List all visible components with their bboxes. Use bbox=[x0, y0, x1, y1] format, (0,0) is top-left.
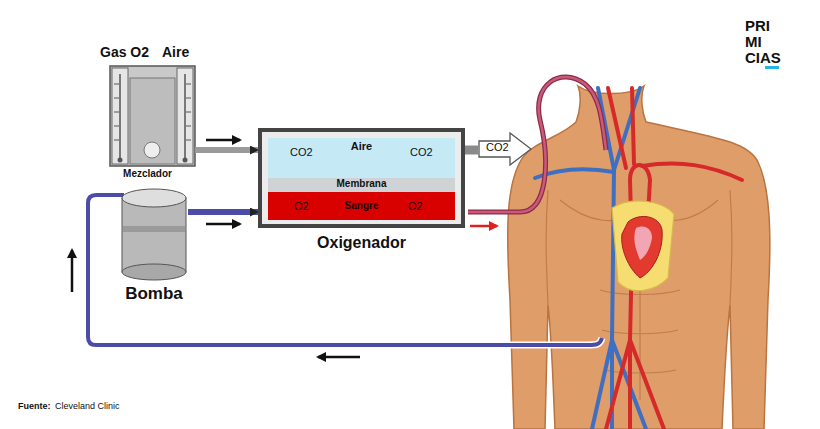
node-text: Mezclador bbox=[123, 168, 172, 180]
node-text: CO2 bbox=[410, 146, 433, 159]
pump-band bbox=[123, 226, 185, 232]
pump-node: Bomba bbox=[120, 186, 188, 310]
co2-outlet: CO2 bbox=[478, 132, 532, 166]
exchange-arrow bbox=[284, 162, 291, 207]
oxygenator-box: CO2AireCO2MembranaO2SangreO2Oxigenador bbox=[258, 128, 465, 228]
source-value: Cleveland Clinic bbox=[55, 402, 120, 411]
pump-body bbox=[122, 198, 186, 272]
pump-base bbox=[122, 264, 186, 280]
node-text: Aire bbox=[162, 44, 189, 60]
membrane-band: Membrana bbox=[268, 178, 455, 192]
pump-top bbox=[122, 189, 186, 207]
flow-arrow bbox=[318, 356, 360, 359]
outlet-arrow bbox=[479, 133, 531, 165]
flow-arrow bbox=[206, 139, 240, 142]
node-text: O2 bbox=[408, 200, 423, 213]
flow-arrow bbox=[71, 250, 74, 292]
node-text: Gas O2 bbox=[100, 44, 149, 60]
node-text: Bomba bbox=[125, 284, 183, 304]
blood-band: O2 Sangre O2 bbox=[268, 192, 455, 220]
tube-connector bbox=[195, 147, 258, 153]
blood-tube bbox=[468, 77, 606, 212]
logo-bar bbox=[765, 66, 779, 69]
node-text: CO2 bbox=[290, 146, 313, 159]
mixer-device bbox=[110, 66, 195, 166]
flow-arrow bbox=[206, 223, 240, 226]
exchange-arrow bbox=[396, 153, 407, 212]
node-text: CO2 bbox=[486, 141, 509, 154]
blood-tube bbox=[468, 77, 606, 212]
source-label: Fuente: bbox=[18, 402, 51, 411]
exchange-arrow bbox=[428, 162, 442, 207]
node-text: Sangre bbox=[345, 200, 379, 212]
exchange-arrow bbox=[317, 153, 328, 212]
tube-connector bbox=[465, 146, 478, 155]
air-band: CO2 Aire CO2 bbox=[268, 138, 455, 178]
mixer-node: Gas O2 AireMezclador bbox=[100, 44, 195, 184]
node-text: Membrana bbox=[336, 178, 386, 190]
node-text: Aire bbox=[351, 140, 372, 153]
human-torso bbox=[508, 86, 770, 429]
node-text: Oxigenador bbox=[317, 234, 406, 252]
node-text: O2 bbox=[294, 200, 309, 213]
logo-text: PRI MI CIAS bbox=[745, 18, 785, 65]
tube-connector bbox=[188, 209, 258, 215]
flow-arrow bbox=[470, 225, 497, 228]
